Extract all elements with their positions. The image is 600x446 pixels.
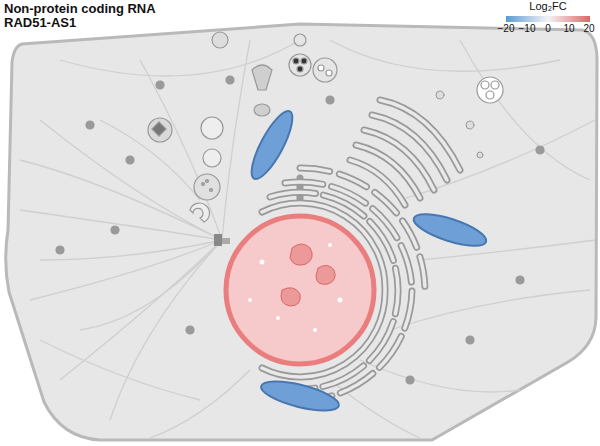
centrosome-part: [222, 238, 230, 244]
golgi-apparatus: [350, 91, 483, 205]
cytoskeleton-part: [60, 240, 222, 380]
organelles-part: [326, 70, 332, 76]
organelles-part: [326, 96, 334, 104]
mitochondria-part: [244, 106, 299, 183]
nucleus-part: [313, 328, 317, 332]
cytoskeleton-part: [460, 40, 590, 180]
scale-tick: −20: [498, 23, 515, 34]
cytoskeleton-part: [20, 160, 222, 240]
organelles-part: [318, 65, 324, 71]
golgi-apparatus-part-part: [356, 145, 420, 198]
organelles-part: [536, 146, 544, 154]
cytoskeleton-part: [150, 370, 250, 438]
scale-tick: 10: [563, 23, 574, 34]
cytoskeleton-part: [330, 40, 560, 71]
organelles-part: [486, 91, 494, 99]
centrosome-part: [214, 234, 222, 246]
organelles-part: [206, 180, 209, 183]
scale-tick: −10: [519, 23, 536, 34]
organelles-part: [148, 118, 172, 142]
organelles-part: [294, 34, 306, 46]
cytoskeleton-part: [110, 240, 222, 420]
organelles-part: [152, 122, 166, 136]
golgi-apparatus-part-part: [364, 130, 434, 190]
nucleus-part: [226, 216, 374, 364]
organelles-part: [203, 149, 221, 167]
organelles-part: [56, 246, 64, 254]
cytoskeleton-part: [390, 290, 590, 330]
nucleus: [226, 216, 374, 364]
organelles: [56, 32, 544, 384]
organelles-part: [254, 104, 270, 116]
nucleus-part: [260, 260, 265, 265]
golgi-apparatus-part-part: [356, 145, 420, 198]
cytoskeleton-part: [420, 240, 595, 260]
golgi-apparatus-part: [436, 91, 444, 99]
gene-type-title: Non-protein coding RNA: [4, 1, 156, 16]
nucleus-part: [338, 298, 343, 303]
organelles-part: [111, 226, 119, 234]
organelles-part: [297, 66, 303, 72]
color-scale-bar: [506, 16, 590, 22]
cytoskeleton-part: [80, 240, 222, 330]
organelles-part: [301, 58, 307, 64]
scale-title: Log₂FC: [529, 0, 566, 12]
organelles-part: [406, 376, 414, 384]
scale-tick: 20: [583, 23, 594, 34]
gene-name: RAD51-AS1: [4, 15, 76, 30]
organelles-part: [190, 203, 210, 222]
organelles-part: [289, 54, 311, 76]
organelles-part: [202, 183, 205, 186]
scale-tick: 0: [545, 23, 551, 34]
organelles-part: [126, 156, 134, 164]
cytoskeleton-part: [140, 60, 222, 240]
organelles-part: [186, 326, 194, 334]
mitochondria-part: [259, 376, 342, 417]
nucleus-part: [276, 316, 280, 320]
nucleus-part: [281, 288, 300, 306]
nucleus-part: [290, 244, 312, 265]
cell-membrane: [6, 24, 597, 440]
organelles-part: [201, 117, 223, 139]
organelles-part: [86, 121, 94, 129]
golgi-apparatus-part-part: [364, 130, 434, 190]
organelles-part: [252, 65, 272, 90]
golgi-apparatus-part: [350, 100, 460, 205]
organelles-part: [226, 76, 234, 84]
organelles-part: [516, 276, 524, 284]
mitochondria-part: [410, 208, 489, 252]
cytoskeleton-part: [40, 120, 222, 240]
golgi-apparatus-part-part: [372, 115, 447, 180]
organelles-part: [210, 189, 213, 192]
organelles-part: [156, 81, 164, 89]
organelles-part: [212, 32, 228, 48]
cytoskeleton-part: [40, 340, 200, 400]
cytoskeleton-part: [40, 240, 222, 260]
nucleus-part: [316, 265, 335, 284]
organelles-part: [293, 58, 299, 64]
organelles-part: [477, 77, 503, 103]
golgi-apparatus-part: [466, 121, 474, 129]
organelles-part: [466, 336, 474, 344]
organelles-part: [481, 81, 489, 89]
cytoskeleton: [20, 40, 595, 438]
golgi-apparatus-part: [350, 100, 460, 205]
organelles-part: [313, 58, 337, 82]
golgi-apparatus-part-part: [350, 160, 405, 205]
golgi-apparatus-part-part: [380, 100, 460, 170]
mitochondria: [244, 106, 489, 416]
organelles-part: [491, 81, 499, 89]
nucleus-part: [328, 243, 332, 247]
golgi-apparatus-part-part: [372, 115, 447, 180]
centrosome: [214, 234, 230, 246]
golgi-apparatus-part: [477, 152, 483, 158]
nucleus-part: [248, 298, 252, 302]
organelles-part: [194, 174, 220, 200]
